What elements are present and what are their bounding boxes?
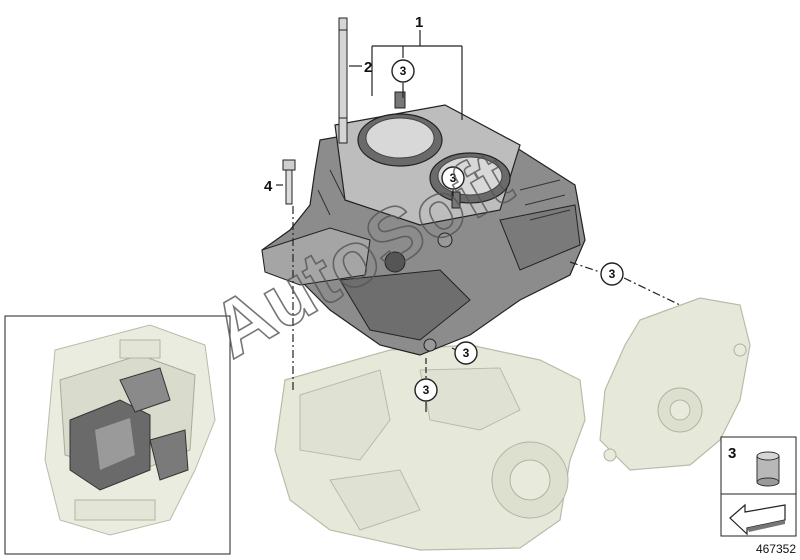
callout-1: 1 <box>415 14 423 31</box>
reference-number: 467352 <box>756 542 796 556</box>
legend-box: 3 467352 <box>720 436 797 556</box>
callout-3-lower: 3 <box>454 341 478 365</box>
callout-3-top: 3 <box>391 59 415 83</box>
callout-3-right: 3 <box>600 262 624 286</box>
ghost-lower-crankcase <box>274 344 586 551</box>
callout-3-right-label: 3 <box>609 267 616 281</box>
cylinder-block <box>261 91 586 356</box>
callout-3-mid-label: 3 <box>450 171 457 185</box>
callout-3-lower-label: 3 <box>463 346 470 360</box>
callout-3-top-label: 3 <box>400 64 407 78</box>
inset-engine-image <box>44 324 216 536</box>
cylinder-sleeve-icon <box>756 451 780 487</box>
callout-2: 2 <box>364 59 372 76</box>
callout-3-bottom: 3 <box>414 378 438 402</box>
callout-3-bottom-label: 3 <box>423 383 430 397</box>
legend-part-number: 3 <box>728 445 736 462</box>
ghost-timing-cover <box>599 297 751 471</box>
hex-bolt <box>282 159 296 205</box>
callout-4: 4 <box>264 178 273 195</box>
inset-engine-overview <box>4 315 231 555</box>
callout-3-mid: 3 <box>441 166 465 190</box>
arrow-pointer-icon <box>729 503 786 536</box>
long-stud-bolt <box>338 17 348 144</box>
leader-lines <box>276 30 681 412</box>
